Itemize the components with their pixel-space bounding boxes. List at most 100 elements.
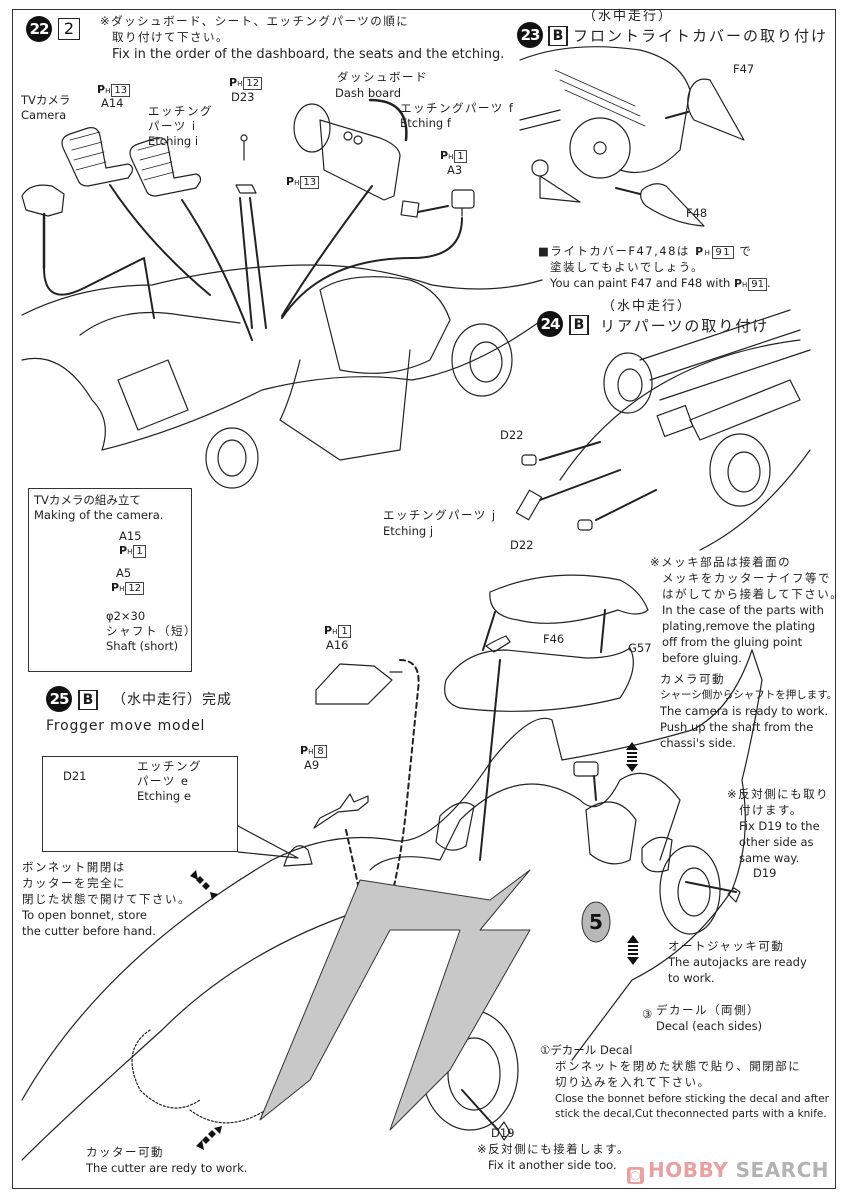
label-f48: F48	[686, 206, 708, 220]
step-22-number: 22	[26, 16, 52, 42]
a16-part-illustration	[316, 664, 392, 704]
label-d19-bottom: D19	[491, 1126, 515, 1140]
label-etching-j-jp: エッチングパーツ j	[383, 508, 497, 522]
camera-note-en-2: Push up the shaft from the	[660, 720, 814, 734]
step-22-note-jp-2: 取り付けて下さい。	[112, 30, 229, 44]
decal-1-title: ①デカール Decal	[540, 1043, 633, 1057]
label-etching-e-jp-2: パーツ e	[137, 774, 190, 788]
camera-inset-title-jp: TVカメラの組み立て	[34, 493, 141, 507]
cutter-note-en: The cutter are redy to work.	[86, 1161, 248, 1175]
plating-note-en-2: plating,remove the plating	[662, 619, 816, 633]
bonnet-note-en-2: the cutter before hand.	[22, 924, 156, 938]
step-22-note-jp-1: ※ダッシュボード、シート、エッチングパーツの順に	[100, 14, 410, 28]
label-etching-i-jp-2: パーツ i	[148, 119, 197, 133]
bonnet-note-en-1: To open bonnet, store	[22, 908, 148, 922]
mach5-car-illustration	[22, 650, 762, 1160]
seat-a14-right-illustration	[130, 138, 201, 196]
step-23-badge: B	[548, 26, 568, 46]
car-number-decal: 5	[589, 910, 603, 934]
plating-note-en-3: off from the gluing point	[662, 635, 803, 649]
hobby-search-watermark: ◙HOBBY SEARCH	[627, 1158, 829, 1184]
tv-camera-illustration	[22, 185, 64, 268]
canopy-f46-illustration	[445, 636, 634, 711]
label-etching-i-en: Etching i	[148, 134, 199, 148]
step-22-box: 2	[58, 18, 80, 40]
step-25-number: 25	[46, 686, 72, 712]
bonnet-note-jp-1: ボンネット開閉は	[22, 860, 126, 874]
hobby-search-logo-icon: ◙	[627, 1167, 645, 1184]
manual-page-frame	[12, 9, 836, 1189]
step23-front-light-illustration	[520, 47, 744, 226]
label-etching-e-en: Etching e	[137, 789, 191, 803]
a3-part-illustration	[452, 190, 474, 216]
label-d23: D23	[231, 90, 255, 104]
label-shaft-size: φ2×30	[106, 609, 146, 623]
camera-note-en-3: chassi's side.	[660, 736, 736, 750]
dashboard-illustration	[294, 100, 406, 200]
plating-note-jp-1: ※メッキ部品は接着面の	[650, 555, 792, 569]
etching-j-illustration	[516, 490, 541, 520]
d19-bottom-note-jp: ※反対側にも接着します。	[477, 1142, 630, 1156]
decal-1-en-2: stick the decal,Cut theconnected parts w…	[555, 1108, 827, 1120]
slide-arrow-icon	[190, 870, 222, 1150]
headlight-assembly-inset: D21 エッチング パーツ e Etching e	[42, 756, 238, 852]
label-etching-f-jp: エッチングパーツ f	[400, 101, 515, 115]
f47-illustration	[688, 79, 744, 140]
d19-note-en-1: Fix D19 to the	[739, 819, 820, 833]
label-a16: A16	[326, 638, 349, 652]
step-24-badge: B	[569, 315, 589, 335]
plating-note-jp-3: はがしてから接着して下さい。	[662, 587, 844, 601]
label-dashboard-en: Dash board	[335, 86, 402, 100]
decal-3-jp: デカール（両側）	[656, 1003, 760, 1017]
label-d19-right: D19	[753, 866, 777, 880]
label-a9: A9	[304, 758, 320, 772]
label-f47: F47	[733, 62, 755, 76]
step24-chassis-illustration	[516, 310, 810, 550]
label-d22-top: D22	[500, 428, 524, 442]
decal-3-en: Decal (each sides)	[656, 1019, 763, 1033]
camera-note-jp-1: カメラ可動	[660, 672, 725, 686]
camera-inset-title-en: Making of the camera.	[34, 508, 164, 522]
label-a15: A15	[119, 529, 142, 543]
autojack-note-en-1: The autojacks are ready	[668, 955, 807, 969]
d19-note-jp-2: 付けます。	[739, 803, 803, 817]
label-etching-e-jp-1: エッチング	[137, 759, 202, 773]
a9-part-illustration	[314, 794, 368, 828]
label-camera-jp: TVカメラ	[21, 93, 71, 107]
label-etching-i-jp-1: エッチング	[148, 104, 213, 118]
label-camera-en: Camera	[21, 108, 67, 122]
label-a5: A5	[116, 566, 132, 580]
label-etching-f-en: Etching f	[400, 116, 451, 130]
plating-note-jp-2: メッキをカッターナイフ等で	[662, 571, 831, 585]
step-22-note-en: Fix in the order of the dashboard, the s…	[112, 47, 505, 62]
step-25-badge: B	[78, 690, 98, 710]
label-a3: A3	[447, 163, 463, 177]
autojack-updown-icon	[626, 742, 639, 965]
step-23-title-jp-1: （水中走行）	[583, 9, 674, 24]
step-23-title-jp-2: フロントライトカバーの取り付け	[573, 27, 829, 45]
step-24-number: 24	[537, 311, 563, 337]
label-g57: G57	[628, 641, 652, 655]
decal-1-jp-2: 切り込みを入れて下さい。	[555, 1075, 711, 1089]
autojack-note-jp: オートジャッキ可動	[668, 939, 785, 953]
decal-1-en-1: Close the bonnet before sticking the dec…	[555, 1093, 829, 1105]
d19-bottom-note-en: Fix it another side too.	[488, 1158, 617, 1172]
d22-top-illustration	[522, 455, 536, 465]
canopy-g57-illustration	[490, 575, 648, 623]
label-a14: A14	[101, 96, 124, 110]
step-25-subtitle-en: Frogger move model	[46, 718, 206, 734]
step-25-title-jp: （水中走行）完成	[112, 692, 232, 708]
label-f46: F46	[543, 632, 565, 646]
f48-illustration	[641, 184, 704, 226]
cutter-note-jp: カッター可動	[86, 1145, 164, 1159]
step22-car-body-illustration	[22, 185, 542, 488]
decal-1-jp-1: ボンネットを閉めた状態で貼り、開閉部に	[555, 1059, 802, 1073]
